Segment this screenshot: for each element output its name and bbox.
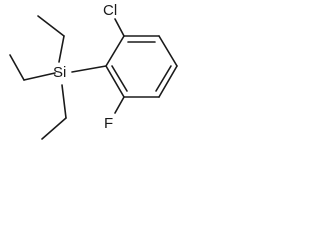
ring-double-bond-right <box>155 65 172 92</box>
bond-ring-f <box>114 96 125 114</box>
ring-bond-upper-left <box>105 35 125 67</box>
atom-label-fluorine: F <box>104 115 113 132</box>
ring-bond-upper-right <box>158 35 178 67</box>
ring-bond-lower-left <box>105 65 125 98</box>
ring-bond-lower-right <box>158 65 178 98</box>
bond-ring-si <box>71 65 107 73</box>
ethyl-group-left <box>9 54 56 81</box>
bond-ring-cl <box>114 18 125 37</box>
ring-double-bond-left <box>111 65 128 92</box>
molecule-diagram: Cl Si F <box>0 0 188 156</box>
structure-drawing: Cl Si F <box>9 2 178 140</box>
benzene-ring <box>105 35 178 98</box>
ethyl-group-lower <box>41 84 67 140</box>
atom-label-silicon: Si <box>53 64 66 81</box>
ethyl-group-upper <box>37 15 65 63</box>
atom-label-chlorine: Cl <box>103 2 117 19</box>
